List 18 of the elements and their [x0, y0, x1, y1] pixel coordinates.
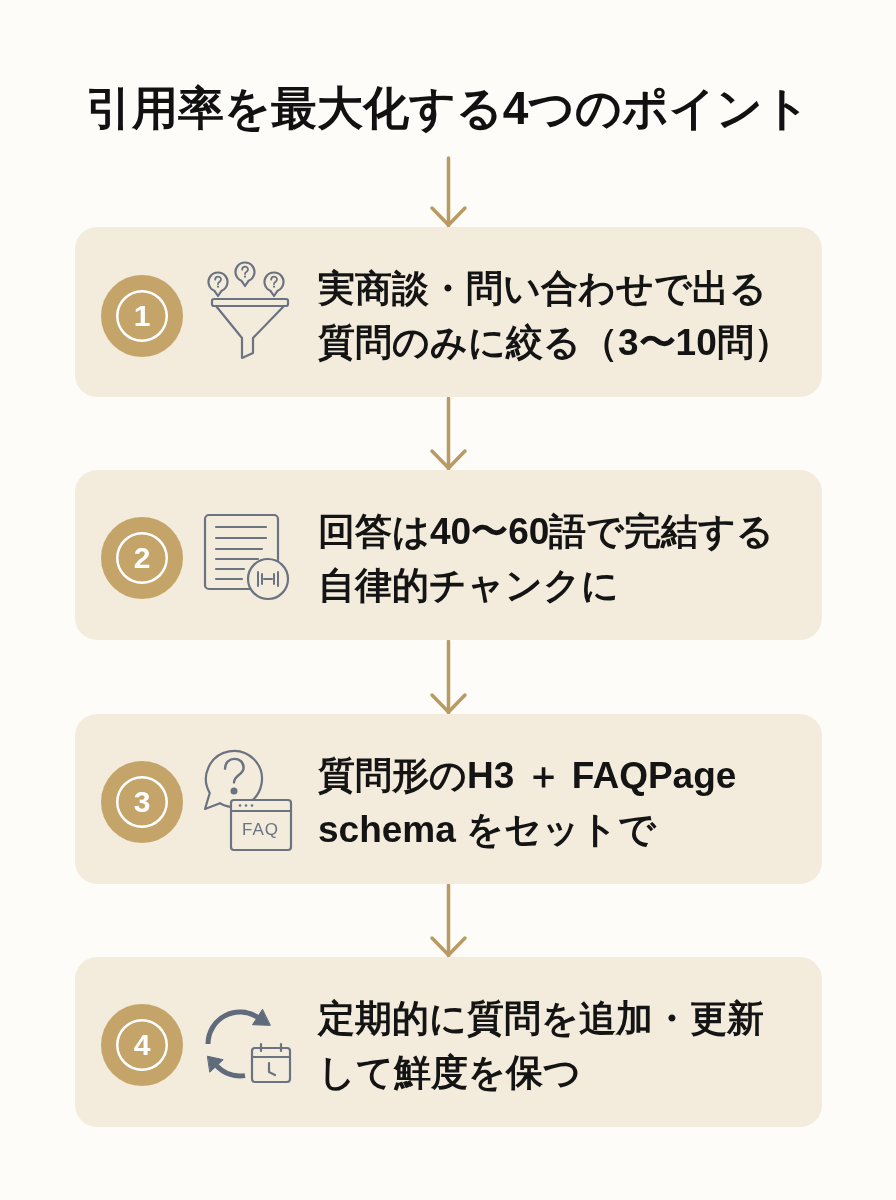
step-text: 定期的に質問を追加・更新して鮮度を保つ — [318, 997, 765, 1095]
step-text: 回答は40〜60語で完結する自律的チャンクに — [318, 510, 776, 608]
icon-label: FAQ — [242, 820, 279, 840]
step-text: 質問形のH3 ＋ FAQPage schema をセットで — [318, 754, 738, 852]
number-badge: 1 — [101, 275, 183, 357]
step-box — [75, 227, 822, 397]
arrow — [430, 883, 467, 958]
step-box — [75, 714, 822, 884]
arrow — [430, 396, 467, 471]
arrow — [430, 639, 467, 715]
step-box — [75, 470, 822, 640]
step-box — [75, 957, 822, 1127]
number-badge: 2 — [101, 517, 183, 599]
step-text: 実商談・問い合わせで出る質問のみに絞る（3〜10問） — [318, 267, 792, 365]
title: 引用率を最大化する4つのポイント — [84, 81, 812, 136]
number-badge: 4 — [101, 1004, 183, 1086]
number-badge: 3 — [101, 761, 183, 843]
arrow — [430, 156, 467, 228]
